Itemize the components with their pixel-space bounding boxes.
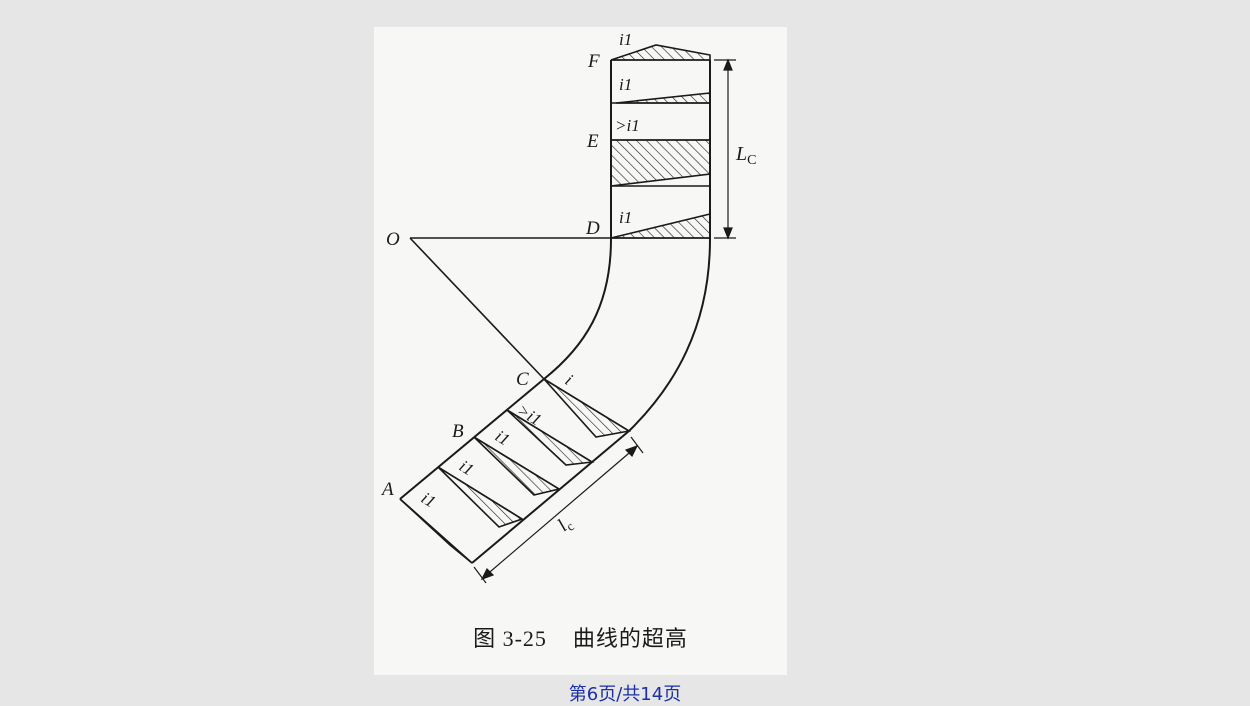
point-e-label: E (586, 131, 599, 152)
point-labels: O F E D C B A (380, 51, 600, 500)
dim-straight-label: LC (735, 143, 756, 168)
page-indicator: 第6页/共14页 (568, 684, 682, 705)
slope-d-top: i1 (619, 208, 632, 227)
slope-e-top: >i1 (615, 116, 640, 135)
slope-a: i1 (418, 488, 439, 511)
curve-cross-sections (399, 378, 632, 564)
figure-image: O F E D C B A i1 i1 >i1 i1 i >i1 i1 i1 i… (374, 27, 787, 675)
figure-caption: 图 3-25 曲线的超高 (374, 621, 787, 653)
slope-f-below: i1 (619, 75, 632, 94)
point-d-label: D (585, 218, 600, 239)
slope-c: i (562, 370, 576, 389)
curved-road (399, 238, 711, 564)
dimension-lines (473, 58, 736, 584)
point-a-label: A (380, 479, 394, 500)
slope-f-top: i1 (619, 30, 632, 49)
straight-cross-sections (610, 44, 711, 239)
center-lines (409, 237, 611, 380)
dimension-labels: LC lc (554, 143, 757, 537)
point-f-label: F (587, 51, 600, 72)
caption-title: 曲线的超高 (572, 626, 688, 651)
slope-ab: i1 (456, 456, 477, 479)
point-b-label: B (452, 421, 464, 442)
caption-number: 图 3-25 (473, 626, 547, 651)
point-o-label: O (386, 229, 400, 250)
superelevation-diagram: O F E D C B A i1 i1 >i1 i1 i >i1 i1 i1 i… (380, 30, 757, 584)
dim-curved-label: lc (554, 512, 577, 537)
slope-b: i1 (492, 426, 513, 449)
slope-bc: >i1 (514, 400, 545, 429)
point-c-label: C (516, 369, 529, 390)
